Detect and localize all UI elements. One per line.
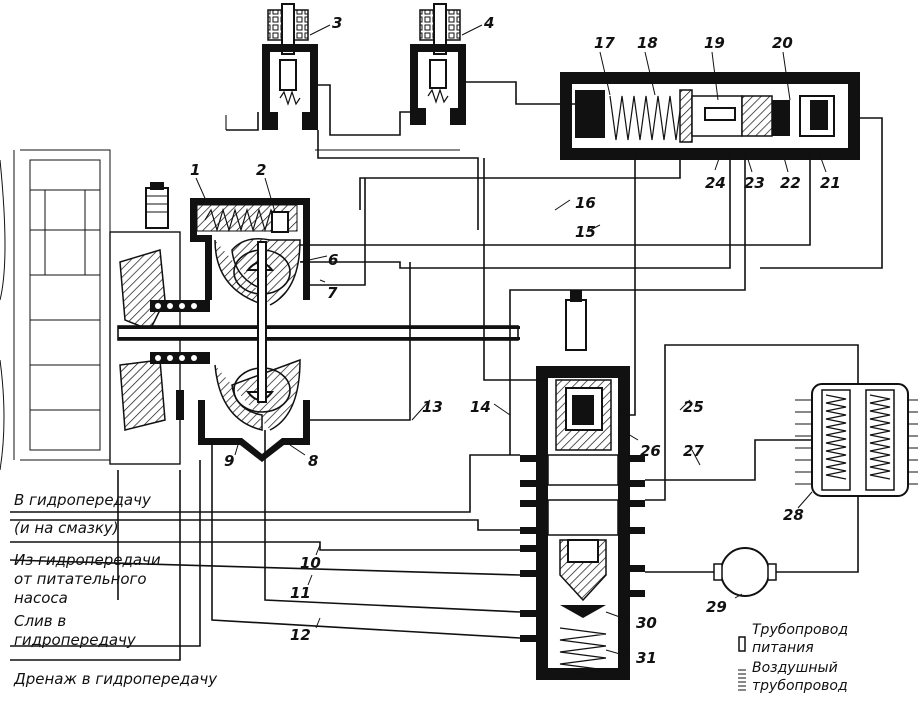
caption-pump: насоса bbox=[14, 589, 68, 607]
label-3: 3 bbox=[332, 14, 342, 32]
legend: Трубопровод питания Воздушный трубопрово… bbox=[752, 622, 848, 694]
filler-neck bbox=[145, 182, 169, 229]
legend-air-line-2: трубопровод bbox=[752, 678, 848, 694]
label-22: 22 bbox=[780, 174, 801, 192]
caption-seepage: Дренаж в гидропередачу bbox=[13, 670, 218, 688]
caption-to-transmission: В гидропередачу bbox=[14, 491, 152, 509]
label-19: 19 bbox=[704, 34, 725, 52]
label-11: 11 bbox=[290, 584, 311, 602]
caption-drain-target: гидропередачу bbox=[14, 631, 137, 649]
label-23: 23 bbox=[744, 174, 765, 192]
label-31: 31 bbox=[636, 649, 657, 667]
caption-from-transmission: Из гидропередачи bbox=[14, 551, 161, 569]
label-25: 25 bbox=[683, 398, 704, 416]
label-8: 8 bbox=[308, 452, 318, 470]
legend-supply-line-1: Трубопровод bbox=[752, 622, 848, 638]
label-28: 28 bbox=[783, 506, 804, 524]
label-14: 14 bbox=[470, 398, 491, 416]
label-26: 26 bbox=[640, 442, 661, 460]
legend-air-line-1: Воздушный bbox=[752, 660, 838, 676]
label-17: 17 bbox=[594, 34, 615, 52]
label-29: 29 bbox=[706, 598, 727, 616]
label-10: 10 bbox=[300, 554, 321, 572]
flow-captions: В гидропередачу (и на смазку) Из гидропе… bbox=[13, 491, 218, 688]
radiator bbox=[795, 383, 918, 497]
label-2: 2 bbox=[256, 161, 266, 179]
solenoid-valve-4 bbox=[410, 3, 466, 125]
label-13: 13 bbox=[422, 398, 443, 416]
legend-symbols bbox=[738, 636, 746, 691]
label-20: 20 bbox=[772, 34, 793, 52]
label-30: 30 bbox=[636, 614, 657, 632]
label-21: 21 bbox=[820, 174, 841, 192]
callout-labels: 1 2 3 4 6 7 8 9 10 11 12 13 14 15 16 17 … bbox=[190, 14, 841, 667]
legend-supply-line-2: питания bbox=[752, 640, 814, 656]
label-9: 9 bbox=[224, 452, 234, 470]
label-24: 24 bbox=[705, 174, 726, 192]
caption-drain: Слив в bbox=[14, 612, 66, 630]
label-16: 16 bbox=[575, 194, 596, 212]
label-7: 7 bbox=[327, 284, 338, 302]
control-valve bbox=[520, 290, 645, 680]
label-18: 18 bbox=[637, 34, 658, 52]
label-4: 4 bbox=[483, 14, 494, 32]
pipelines bbox=[9, 81, 883, 661]
label-15: 15 bbox=[575, 223, 596, 241]
label-27: 27 bbox=[683, 442, 704, 460]
solenoid-valve-3 bbox=[262, 3, 318, 130]
label-1: 1 bbox=[190, 161, 200, 179]
caption-from-feed-pump: от питательного bbox=[14, 570, 147, 588]
caption-and-lubrication: (и на смазку) bbox=[14, 519, 119, 537]
servo-valve bbox=[560, 72, 860, 160]
leader-lines bbox=[195, 24, 827, 657]
label-12: 12 bbox=[290, 626, 311, 644]
hydro-coupling bbox=[117, 198, 520, 462]
oil-pump bbox=[713, 547, 777, 597]
label-6: 6 bbox=[328, 251, 338, 269]
